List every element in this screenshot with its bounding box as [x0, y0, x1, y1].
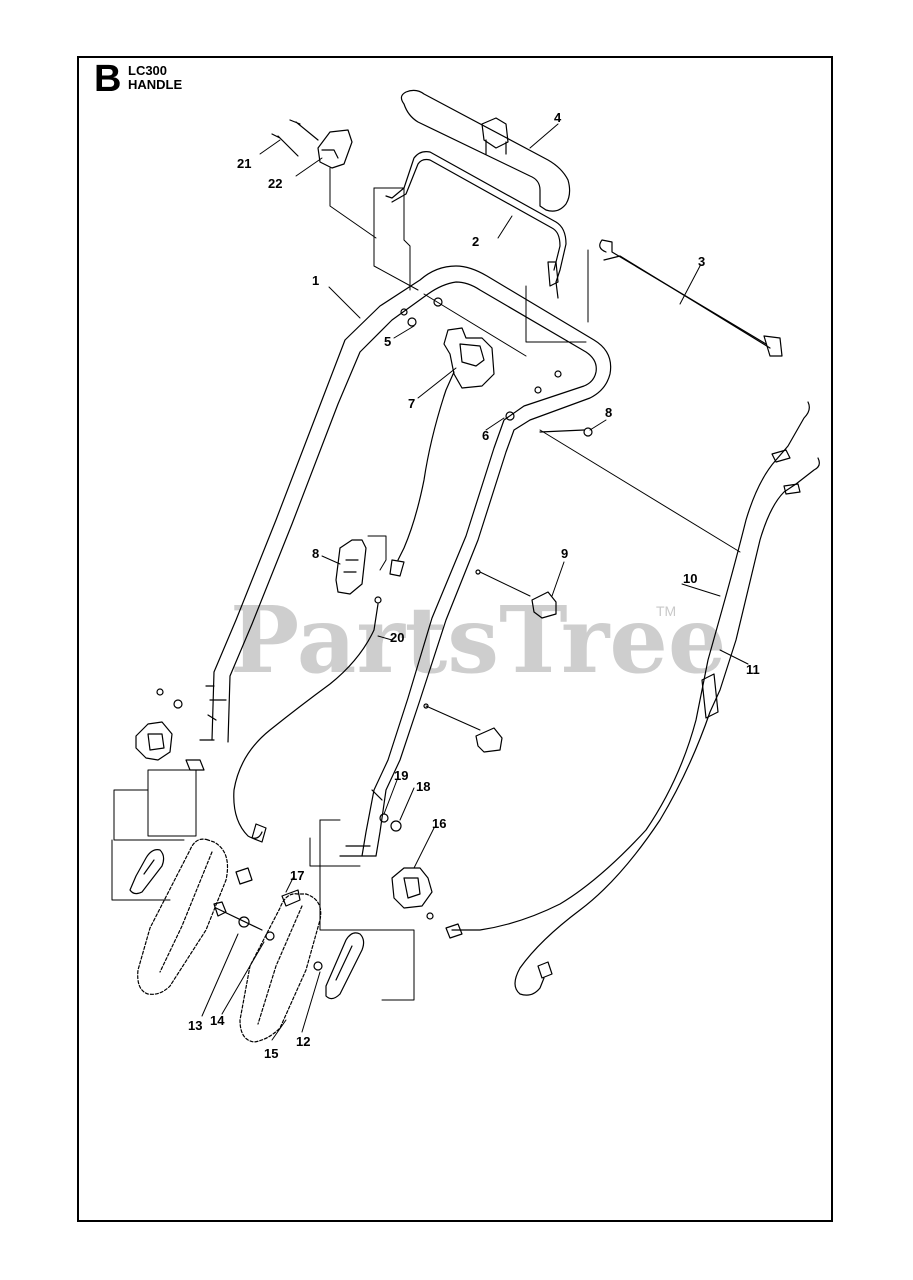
grip-part-8: [335, 539, 367, 595]
callout-10: 10: [683, 571, 697, 586]
slot-plates-part-12: [129, 849, 365, 1000]
cable-clips-part-9: [475, 591, 557, 753]
callout-12: 12: [296, 1034, 310, 1049]
callout-3: 3: [698, 254, 705, 269]
cable-part-20: [233, 596, 382, 843]
callout-15: 15: [264, 1046, 278, 1061]
callout-13: 13: [188, 1018, 202, 1033]
fasteners: [400, 297, 593, 437]
callout-2: 2: [472, 234, 479, 249]
cables-part-10-11: [426, 401, 820, 996]
callout-21: 21: [237, 156, 251, 171]
callout-22: 22: [268, 176, 282, 191]
callout-16: 16: [432, 816, 446, 831]
height-adjust-plates: [137, 838, 322, 1043]
callout-numbers: 1 2 3 4 5 6 7 8 8 9 10 11 12 13 14 15 16…: [188, 110, 760, 1061]
callout-8-left: 8: [312, 546, 319, 561]
callout-14: 14: [210, 1013, 225, 1028]
callout-7: 7: [408, 396, 415, 411]
diagram-frame: [77, 56, 833, 1222]
callout-6: 6: [482, 428, 489, 443]
callout-8-right: 8: [605, 405, 612, 420]
control-lever-part-7: [389, 327, 495, 577]
callout-11: 11: [746, 662, 760, 677]
callout-4: 4: [554, 110, 562, 125]
callout-19: 19: [394, 768, 408, 783]
bolts-washers: [213, 813, 402, 971]
main-handle: [185, 265, 612, 857]
callout-5: 5: [384, 334, 391, 349]
section-letter: B: [94, 58, 122, 100]
rod-part-3: [599, 239, 783, 357]
callout-18: 18: [416, 779, 430, 794]
clamp-part-22: [271, 119, 353, 169]
callout-20: 20: [390, 630, 404, 645]
leader-lines: [201, 123, 749, 1041]
top-bar-part-4: [400, 89, 571, 212]
watermark-trademark: TM: [656, 603, 676, 619]
callout-17: 17: [290, 868, 304, 883]
watermark-text: PartsTree: [230, 586, 726, 694]
section-heading: LC300 HANDLE: [128, 64, 182, 91]
bail-wire-part-2: [385, 151, 567, 299]
callout-9: 9: [561, 546, 568, 561]
assembly-lines: [111, 167, 741, 1001]
left-knob: [135, 688, 183, 761]
callout-1: 1: [312, 273, 319, 288]
model-name: LC300: [128, 63, 168, 78]
section-title: HANDLE: [128, 76, 183, 92]
knob-part-16: [391, 867, 433, 909]
